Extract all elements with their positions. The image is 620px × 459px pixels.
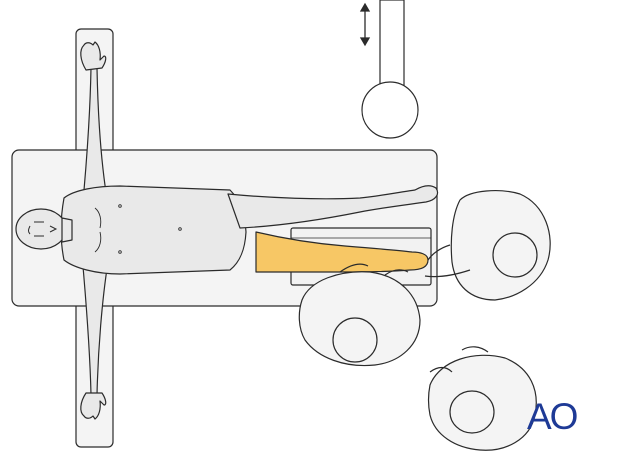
surgeon-2 (298, 263, 421, 367)
surgeon-1 (424, 190, 551, 301)
assistant (427, 346, 537, 451)
patient-torso-details (94, 204, 182, 254)
highlighted-leg (255, 231, 429, 273)
patient (15, 41, 439, 420)
patient-face (28, 221, 58, 237)
ao-logo: AO (527, 396, 578, 437)
double-arrow-icon (359, 2, 371, 47)
operating-lamp-icon (361, 0, 419, 139)
